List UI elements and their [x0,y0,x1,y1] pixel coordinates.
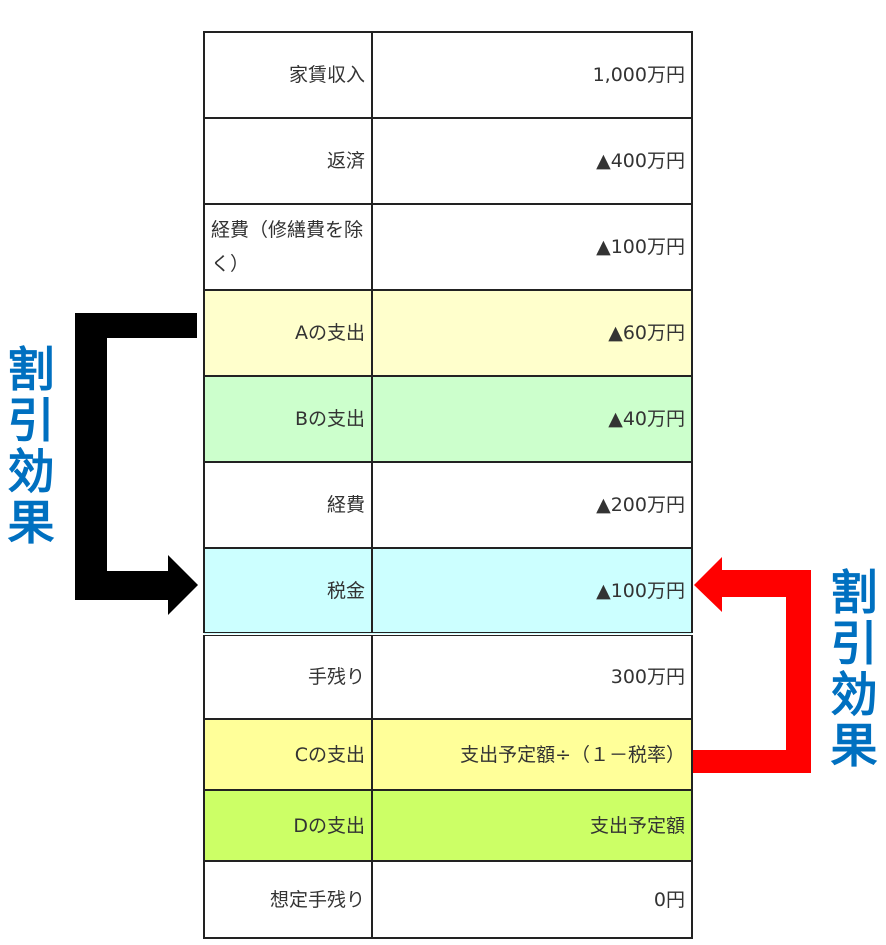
table-row: Bの支出▲40万円 [203,375,693,463]
row-value: 0円 [371,860,693,939]
left-bracket-arrow-icon [75,313,198,615]
row-label: 返済 [203,117,373,205]
row-value: 支出予定額 [371,789,693,862]
row-label: 経費（修繕費を除く） [203,203,373,291]
table-row: Dの支出支出予定額 [203,789,693,862]
row-value: ▲200万円 [371,461,693,549]
table-row: Aの支出▲60万円 [203,289,693,377]
table-row: 返済▲400万円 [203,117,693,205]
row-value: 300万円 [371,633,693,720]
row-value: 1,000万円 [371,31,693,119]
row-value: 支出予定額÷（１－税率） [371,718,693,791]
row-value: ▲60万円 [371,289,693,377]
row-label: Aの支出 [203,289,373,377]
row-label: Dの支出 [203,789,373,862]
row-label: Bの支出 [203,375,373,463]
discount-effect-label-left: 割引効果 [7,343,55,551]
row-label: 税金 [203,547,373,636]
row-label: 経費 [203,461,373,549]
row-value: ▲40万円 [371,375,693,463]
table-row: 経費（修繕費を除く）▲100万円 [203,203,693,291]
row-label: Cの支出 [203,718,373,791]
row-value: ▲100万円 [371,547,693,636]
table-row: 経費▲200万円 [203,461,693,549]
row-value: ▲100万円 [371,203,693,291]
table-row: Cの支出支出予定額÷（１－税率） [203,718,693,791]
row-value: ▲400万円 [371,117,693,205]
table-row: 税金▲100万円 [203,547,693,636]
row-label: 家賃収入 [203,31,373,119]
discount-effect-label-right: 割引効果 [830,566,878,774]
right-bracket-arrow-icon [693,557,811,773]
row-label: 手残り [203,633,373,720]
row-label: 想定手残り [203,860,373,939]
